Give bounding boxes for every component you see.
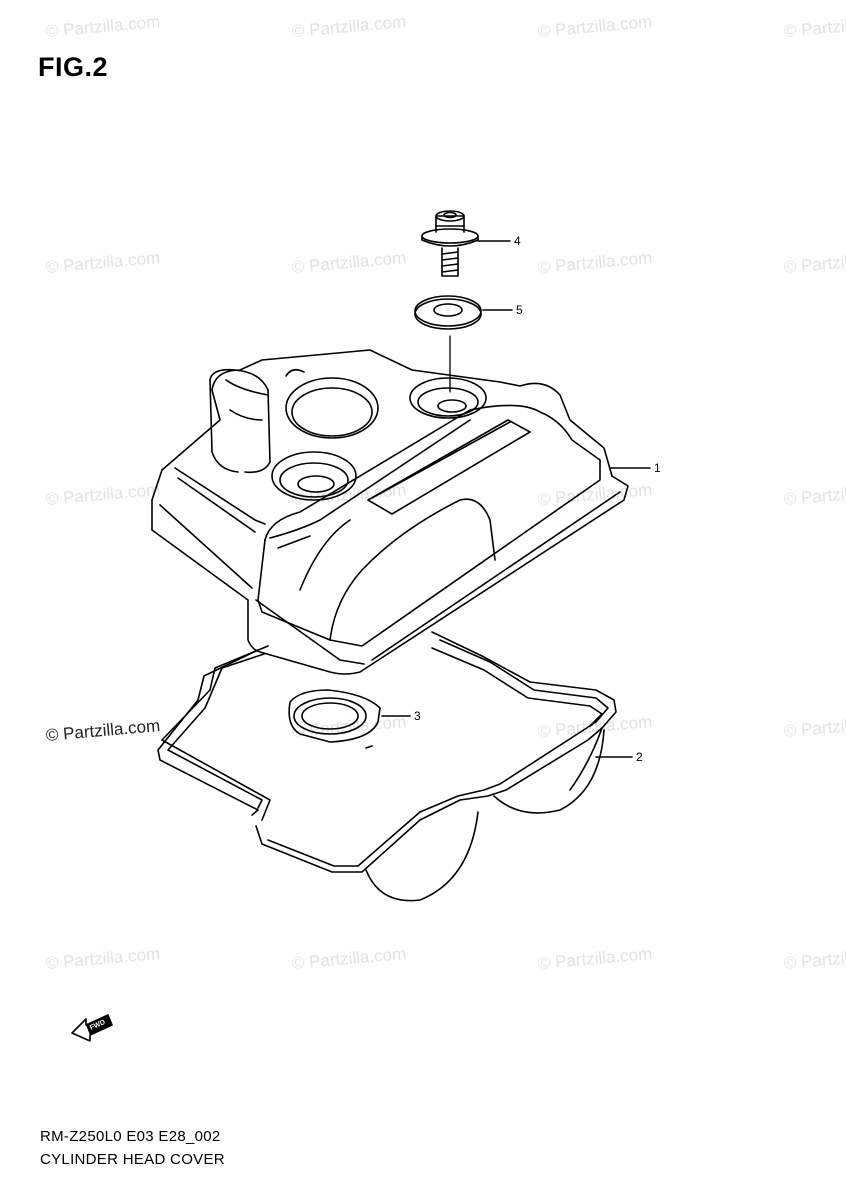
callout-labels: 4 5 1 2 3 [414,234,661,764]
callout-2: 2 [636,750,643,764]
bolt-seal-washer-drawing [414,295,482,330]
figure-caption: CYLINDER HEAD COVER [40,1151,225,1168]
head-cover-gasket-drawing [157,631,617,902]
cover-bolt-drawing [421,210,479,277]
plug-hole-gasket-drawing [288,689,381,749]
forward-arrow-icon: FWD [71,1014,113,1042]
callout-3: 3 [414,709,421,723]
callout-1: 1 [654,461,661,475]
callout-4: 4 [514,234,521,248]
figure-title: FIG.2 [38,52,109,82]
cylinder-head-cover-drawing [151,349,629,675]
figure-code: RM-Z250L0 E03 E28_002 [40,1128,221,1145]
callout-5: 5 [516,303,523,317]
